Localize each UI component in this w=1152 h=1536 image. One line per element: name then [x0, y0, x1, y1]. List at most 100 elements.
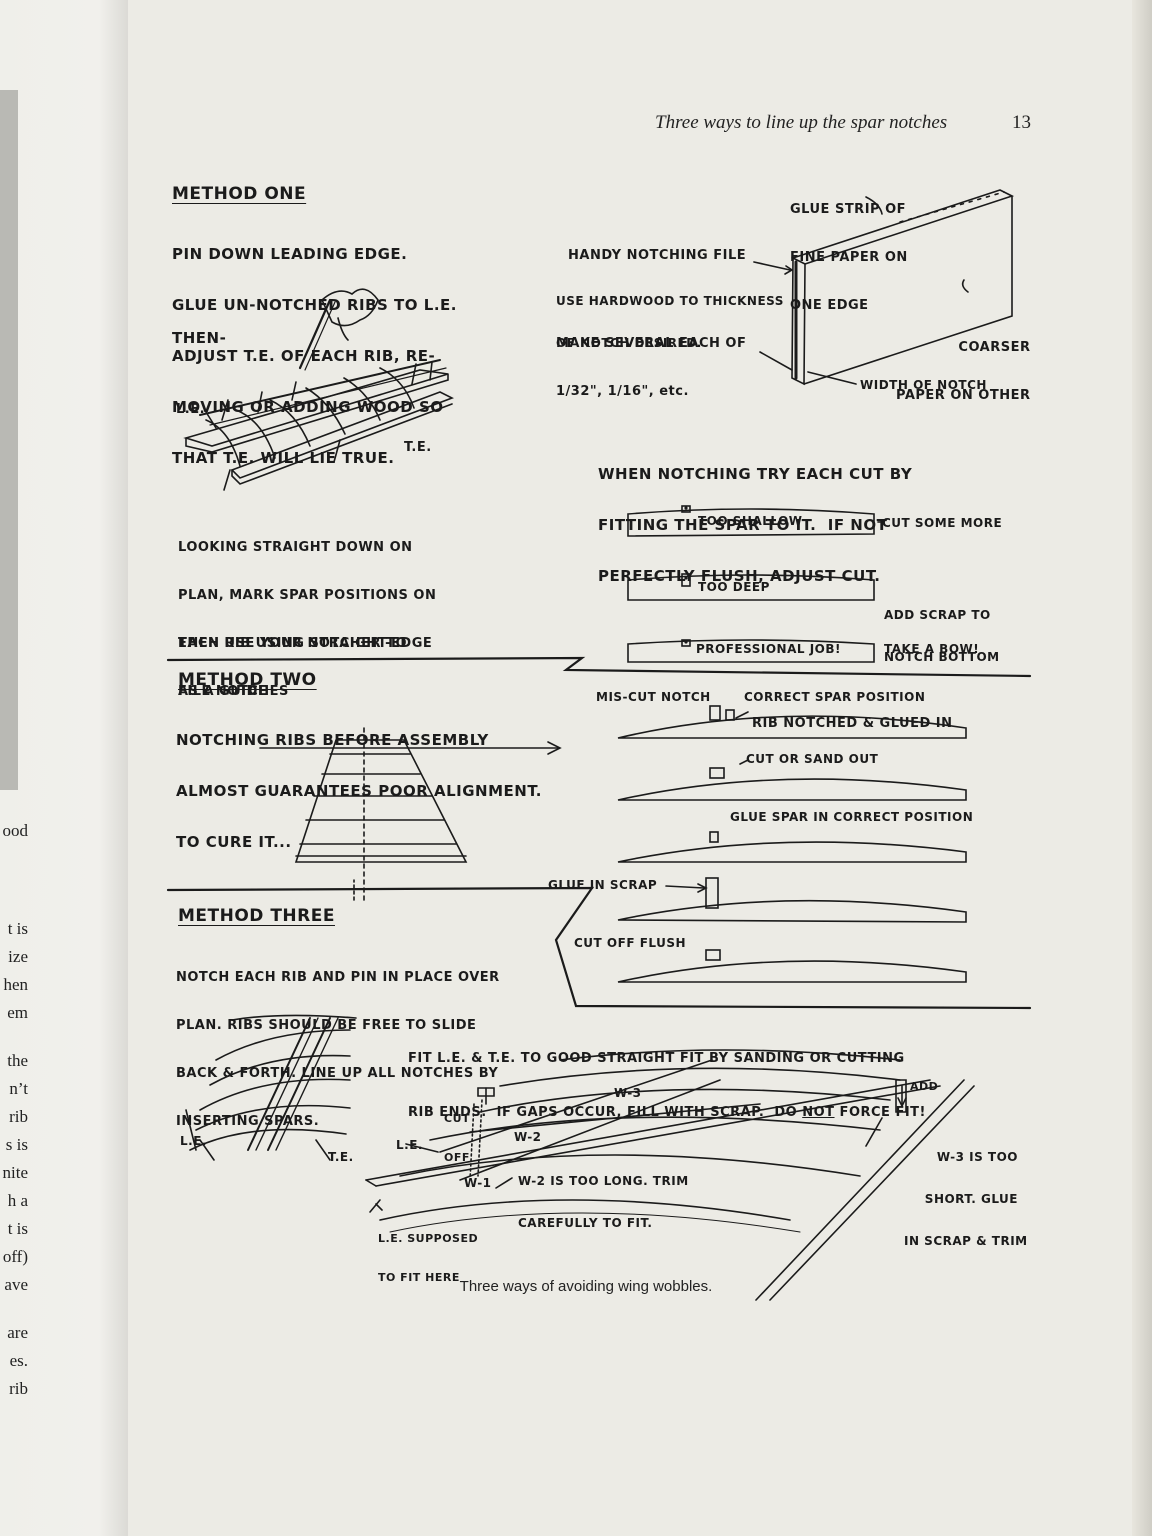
method-one-text: PIN DOWN LEADING EDGE. GLUE UN-NOTCHED R…	[172, 212, 457, 501]
text-line: USE HARDWOOD TO THICKNESS	[556, 294, 784, 308]
text-segment: FORCE FIT!	[834, 1105, 926, 1120]
text-line: CUT	[444, 1112, 471, 1125]
method-one-heading: METHOD ONE	[172, 184, 307, 204]
small-wing-te-label: T.E.	[328, 1150, 354, 1164]
hardwood-note: USE HARDWOOD TO THICKNESS OF NOTCH DESIR…	[556, 266, 784, 378]
text-line: BACK & FORTH. LINE UP ALL NOTCHES BY	[176, 1066, 499, 1081]
text-line: GLUE UN-NOTCHED RIBS TO L.E.	[172, 296, 457, 314]
handy-notching-file-label: HANDY NOTCHING FILE	[568, 248, 747, 263]
left-fragment: rib	[9, 1107, 28, 1126]
text-line: FILE NOTCHES	[178, 684, 289, 699]
text-line: MOVING OR ADDING WOOD SO	[172, 398, 444, 416]
text-line: FINE PAPER ON	[790, 250, 908, 265]
divider-two-three	[166, 886, 1032, 1010]
too-shallow-label: TOO SHALLOW	[698, 514, 803, 528]
correct-spar-position-label: CORRECT SPAR POSITION	[744, 690, 926, 704]
cut-or-sand-label: CUT OR SAND OUT	[746, 752, 879, 766]
text-line: ADD SCRAP TO	[884, 608, 991, 622]
divider-one-two	[166, 656, 1032, 678]
look-straight-text: LOOKING STRAIGHT DOWN ON PLAN, MARK SPAR…	[178, 508, 436, 732]
w3-too-short-note: W-3 IS TOO SHORT. GLUE IN SCRAP & TRIM	[904, 1122, 1028, 1276]
text-line: IN SCRAP & TRIM	[904, 1234, 1028, 1248]
le-label: L.E.	[176, 402, 206, 417]
left-fragment: em	[7, 1003, 28, 1022]
text-line: PIN DOWN LEADING EDGE.	[172, 245, 408, 263]
le-supposed-note: L.E. SUPPOSED TO FIT HERE	[378, 1206, 478, 1310]
te-label: T.E.	[404, 440, 432, 455]
left-fragment: s is	[5, 1135, 28, 1154]
text-line: INSERTING SPARS.	[176, 1114, 320, 1129]
method-two-rib-profiles	[617, 705, 967, 983]
text-line: L.E. SUPPOSED	[378, 1232, 479, 1245]
left-fragment: t is	[7, 1219, 28, 1238]
text-line: MAKE SEVERAL EACH OF	[556, 336, 747, 351]
width-of-notch-label: WIDTH OF NOTCH	[860, 378, 987, 392]
text-line: COARSER	[958, 340, 1031, 355]
method-three-heading: METHOD THREE	[178, 906, 335, 926]
glue-in-scrap-label: GLUE IN SCRAP	[548, 878, 658, 892]
text-line: PLAN, MARK SPAR POSITIONS ON	[178, 588, 437, 603]
text-line: EACH RIB USING STRAIGHT-EDGE	[178, 636, 433, 651]
fit-le-te-instructions: FIT L.E. & T.E. TO GOOD STRAIGHT FIT BY …	[408, 1014, 926, 1158]
text-line: OFF	[444, 1151, 470, 1164]
left-fragment: nite	[2, 1163, 29, 1182]
make-several-note: MAKE SEVERAL EACH OF 1/32", 1/16", etc.	[556, 304, 746, 432]
method-three-text: NOTCH EACH RIB AND PIN IN PLACE OVER PLA…	[176, 938, 500, 1162]
then-label: THEN-	[172, 329, 227, 347]
text-line: ADJUST T.E. OF EACH RIB, RE-	[172, 347, 436, 365]
left-fragment: ood	[2, 821, 29, 840]
left-fragment: ave	[4, 1275, 28, 1294]
text-line: SHORT. GLUE	[924, 1192, 1018, 1206]
text-line: PERFECTLY FLUSH, ADJUST CUT.	[598, 567, 881, 585]
assembly-le-label: L.E.	[396, 1138, 423, 1152]
w1-label: W-1	[464, 1176, 492, 1190]
add-label: ADD	[910, 1080, 939, 1093]
left-page-photo	[0, 90, 18, 790]
method-two-text: NOTCHING RIBS BEFORE ASSEMBLY ALMOST GUA…	[176, 698, 542, 885]
page-edge	[1132, 0, 1152, 1536]
mis-cut-notch-label: MIS-CUT NOTCH	[596, 690, 711, 704]
text-line: THEN USE YOUR NOTCHER TO	[178, 636, 408, 651]
text-line: RIB ENDS. IF GAPS OCCUR, FILL WITH SCRAP…	[408, 1104, 926, 1122]
left-fragment: rib	[9, 1379, 28, 1398]
text-line: FITTING THE SPAR TO IT. IF NOT	[598, 516, 888, 534]
w3-label: W-3	[614, 1086, 642, 1100]
professional-job-label: PROFESSIONAL JOB!	[696, 642, 841, 656]
text-line: NOTCH EACH RIB AND PIN IN PLACE OVER	[176, 970, 500, 985]
text-line: NOTCH BOTTOM	[884, 650, 1000, 664]
method-two-wing-drawing	[294, 727, 468, 901]
text-line: W-3 IS TOO	[936, 1150, 1018, 1164]
fit-test-ribs	[627, 505, 883, 663]
text-line: OF NOTCH DESIRED.	[556, 336, 702, 350]
left-fragment: h a	[7, 1191, 28, 1210]
emphasis-not: NOT	[802, 1105, 835, 1120]
cut-off-flush-label: CUT OFF FLUSH	[574, 936, 687, 950]
text-line: AS A GUIDE	[178, 684, 268, 699]
take-a-bow-label: TAKE A BOW!	[884, 642, 980, 656]
add-scrap-label: ADD SCRAP TO NOTCH BOTTOM	[884, 580, 1000, 692]
text-line: TO FIT HERE	[378, 1271, 460, 1284]
text-line: WHEN NOTCHING TRY EACH CUT BY	[598, 465, 913, 483]
left-fragment: es.	[9, 1351, 28, 1370]
text-line: ONE EDGE	[790, 298, 869, 313]
text-line: W-2 IS TOO LONG. TRIM	[518, 1174, 689, 1188]
text-line: PAPER ON OTHER	[896, 388, 1031, 403]
method-three-wing-assembly	[365, 1049, 975, 1301]
w2-too-long-note: W-2 IS TOO LONG. TRIM CAREFULLY TO FIT.	[518, 1146, 689, 1258]
left-fragment: t is	[7, 919, 28, 938]
left-fragment: hen	[3, 975, 28, 994]
method-three-small-wing	[185, 1014, 357, 1161]
method-two-heading: METHOD TWO	[178, 670, 317, 690]
small-wing-le-label: L.E.	[180, 1134, 207, 1148]
glue-strip-label: GLUE STRIP OF FINE PAPER ON ONE EDGE	[790, 170, 908, 346]
left-fragment: the	[7, 1051, 28, 1070]
left-fragment: off)	[2, 1247, 28, 1266]
w2-label: W-2	[514, 1130, 542, 1144]
text-line: ALMOST GUARANTEES POOR ALIGNMENT.	[176, 782, 542, 800]
notching-file-drawing	[753, 189, 1015, 386]
running-head: Three ways to line up the spar notches	[655, 112, 948, 133]
text-line: CAREFULLY TO FIT.	[518, 1216, 653, 1230]
text-line: NOTCHING RIBS BEFORE ASSEMBLY	[176, 731, 489, 749]
right-page	[128, 0, 1152, 1536]
